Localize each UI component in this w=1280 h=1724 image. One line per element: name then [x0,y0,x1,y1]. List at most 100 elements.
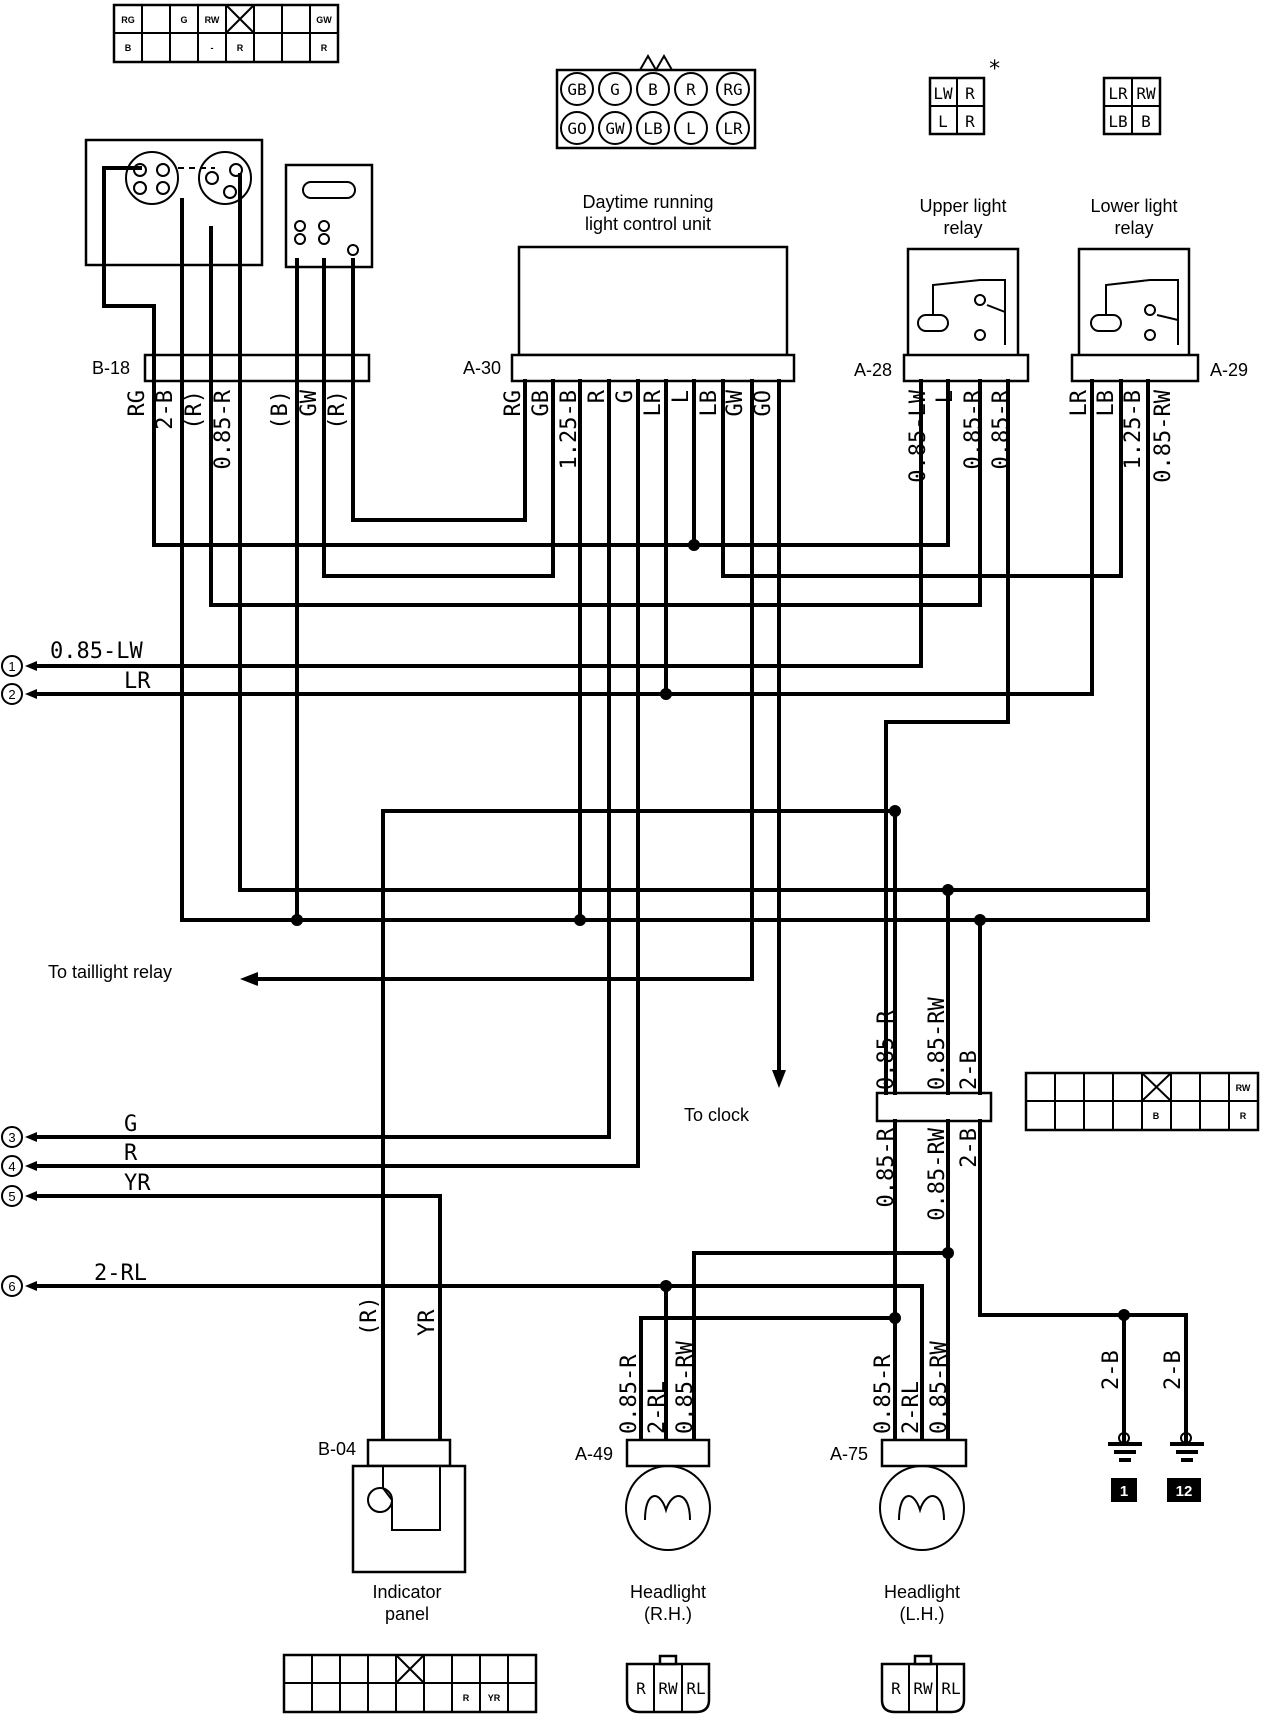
a30-cell-gb: GB [567,80,586,99]
ground-wire-label-2: 2-B [1161,1350,1186,1390]
b18-wire-label-7: (R) [325,390,350,430]
headlight-rh-label: Headlight(R.H.) [630,1582,706,1624]
a30-cell-lr: LR [723,119,743,138]
a30-cell-lb: LB [643,119,662,138]
output-3[interactable]: 3 G [1,1112,137,1148]
a30-wire-label-1: RG [501,390,526,417]
a28-cell-r2: R [965,112,975,131]
a29-face-view: LR RW LB B [1102,76,1162,136]
a75-wire-label-1: 0.85-R [871,1354,896,1434]
b18-cell-3: G [180,15,187,25]
a30-cell-rg: RG [723,80,742,99]
a29-wire-label-1: LR [1067,389,1092,416]
headlight-lh-icon: Headlight(L.H.) [879,1465,965,1624]
a49-wire-label-3: 0.85-RW [673,1341,698,1434]
junction-face-view: RW B R [1024,1071,1260,1132]
output-5-wire: YR [124,1171,151,1196]
a30-cell-g: G [610,80,620,99]
a30-wire-label-6: LR [641,389,666,416]
a30-wire-label-4: R [585,389,610,403]
a75-wire-label-2: 2-RL [899,1381,924,1434]
a29-cell-lb: LB [1108,112,1127,131]
junction-cell-rw: RW [1236,1083,1251,1093]
b04-bar [366,1438,452,1468]
ground-badges: 1 12 [1111,1478,1201,1502]
a49-bar [625,1438,711,1468]
b18-cell-4: RW [205,15,220,25]
a28-wire-label-1: 0.85-LW [906,389,931,482]
junction-bar [875,1091,993,1123]
lh-cell-rw: RW [913,1679,933,1698]
b18-wire-label-5: (B) [268,390,293,430]
b18-wire-label-1: RG [125,390,150,417]
a49-wire-label-2: 2-RL [645,1381,670,1434]
wiring-harness [35,173,1204,1462]
output-6[interactable]: 6 2-RL [1,1261,147,1297]
a75-bar [880,1438,968,1468]
a30-cell-l: L [686,119,696,138]
b18-cell-12: - [211,43,214,53]
a30-circles [560,72,750,145]
junction-cell-b: B [1153,1111,1160,1121]
a29-wire-label-2: LB [1094,390,1119,417]
lh-cell-r: R [891,1679,901,1698]
a30-cell-r: R [686,80,696,99]
headlight-rh-face-view: R RW RL [625,1654,711,1714]
junction-bottom-wire-label-1: 0.85-R [874,1127,899,1207]
a30-wire-label-7: L [669,390,694,403]
clock-arrow [772,1070,786,1088]
a28-cell-r: R [965,84,975,103]
junction-top-wire-label-1: 0.85-R [874,1010,899,1090]
a49-wire-label-1: 0.85-R [617,1354,642,1434]
a30-wire-label-5: G [613,390,638,403]
taillight-note: To taillight relay [48,962,172,982]
a29-wire-label-4: 0.85-RW [1151,389,1176,482]
b18-wire-label-4: 0.85-R [211,389,236,469]
output-6-wire: 2-RL [94,1261,147,1286]
rh-cell-rw: RW [658,1679,678,1698]
taillight-arrow [240,972,258,986]
junction-bottom-wire-label-3: 2-B [957,1128,982,1168]
output-5-num: 5 [8,1189,15,1204]
lower-light-relay-box [1077,247,1191,358]
output-terminals[interactable]: 1 0.85-LW 2 LR 3 G 4 R 5 YR [1,639,151,1297]
output-3-num: 3 [8,1130,15,1145]
headlight-rh-icon: Headlight(R.H.) [625,1465,711,1624]
rh-cell-r: R [636,1679,646,1698]
a75-wire-label-3: 0.85-RW [927,1341,952,1434]
headlight-lh-label: Headlight(L.H.) [884,1582,960,1624]
output-2-num: 2 [8,687,15,702]
a30-cell-go: GO [567,119,586,138]
b18-cell-16: R [321,43,328,53]
junction-bottom-wire-label-2: 0.85-RW [925,1127,950,1220]
output-4-num: 4 [8,1159,15,1174]
output-5[interactable]: 5 YR [1,1171,151,1207]
b04-wire-label-2: YR [415,1309,440,1336]
b18-cell-8: GW [316,15,332,25]
output-2[interactable]: 2 LR [1,669,151,705]
a75-label: A-75 [830,1444,868,1464]
clock-note: To clock [684,1105,750,1125]
output-1[interactable]: 1 0.85-LW [1,639,143,677]
splice-points [291,539,1130,1324]
ground-num-1: 1 [1120,1483,1128,1500]
b18-face-view: RG G RW GW B - R R [112,3,340,64]
b04-wire-label-1: (R) [357,1296,382,1336]
a28-face-view: LW R L R * [928,57,1001,136]
ground-num-12: 12 [1176,1483,1193,1500]
b18-label: B-18 [92,358,130,378]
a49-label: A-49 [575,1444,613,1464]
a30-wire-label-2: GB [529,390,554,417]
rh-cell-rl: RL [686,1679,705,1698]
b18-cell-13: R [237,43,244,53]
output-4[interactable]: 4 R [1,1141,138,1177]
a28-wire-label-4: 0.85-R [989,389,1014,469]
junction-top-wire-label-3: 2-B [957,1050,982,1090]
junction-top-wire-label-2: 0.85-RW [925,997,950,1090]
